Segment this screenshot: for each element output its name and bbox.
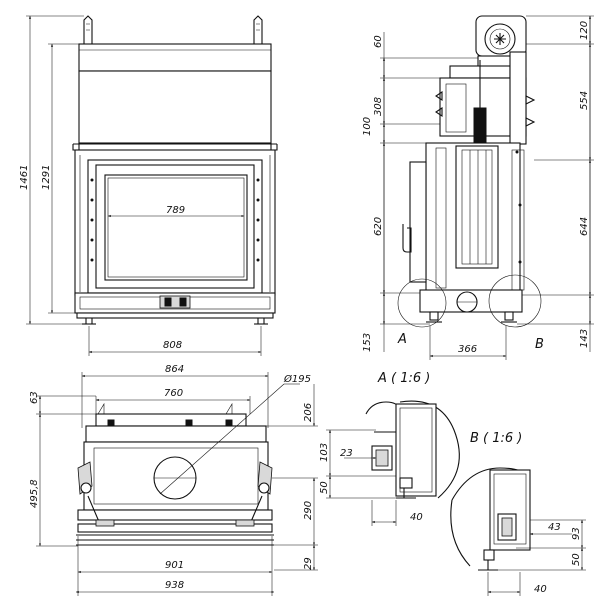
detail-a-dim-103: 103	[319, 443, 330, 462]
side-view: A B 60 308 100 620 153 120 554 644 143	[362, 15, 594, 360]
flue-diameter-dim: Ø195	[283, 373, 311, 385]
top-dim-29: 29	[303, 557, 314, 570]
detail-a-title: A ( 1:6 )	[377, 371, 430, 386]
top-dim-206: 206	[303, 403, 314, 422]
detail-b-title: B ( 1:6 )	[470, 431, 522, 446]
side-dim-153: 153	[362, 333, 373, 352]
top-dim-864: 864	[165, 364, 184, 375]
detail-b-marker: B	[535, 337, 544, 352]
glass-width-dim: 789	[166, 205, 185, 216]
side-dim-120: 120	[579, 21, 590, 40]
side-dim-60: 60	[373, 35, 384, 48]
front-width-dim: 808	[163, 340, 182, 351]
front-view: 789 1461 1291 808	[19, 15, 278, 356]
detail-a-marker: A	[397, 332, 407, 347]
detail-b: B ( 1:6 ) 43 93 50 40	[450, 431, 586, 596]
side-dim-620: 620	[373, 217, 384, 236]
side-width-dim: 366	[458, 344, 477, 355]
top-dim-63: 63	[29, 391, 40, 404]
top-view: Ø195 864 760 63 495,8 206 290 29 901	[29, 364, 318, 596]
front-height-body-dim: 1291	[41, 165, 52, 190]
detail-a: A ( 1:6 ) 103 50 23 40	[319, 371, 460, 526]
detail-a-dim-23: 23	[340, 448, 353, 459]
detail-a-dim-40: 40	[410, 512, 423, 523]
side-dim-554: 554	[579, 91, 590, 110]
side-dim-644: 644	[579, 217, 590, 236]
detail-b-dim-50: 50	[571, 553, 582, 566]
side-dim-143: 143	[579, 329, 590, 348]
side-dim-100: 100	[362, 117, 373, 136]
top-dim-760: 760	[164, 388, 183, 399]
detail-b-dim-40: 40	[534, 584, 547, 595]
detail-b-dim-93: 93	[571, 527, 582, 540]
front-height-total-dim: 1461	[19, 165, 30, 190]
detail-a-dim-50: 50	[319, 481, 330, 494]
top-dim-901: 901	[165, 560, 184, 571]
detail-b-dim-43: 43	[548, 522, 561, 533]
side-dim-308: 308	[373, 97, 384, 116]
top-dim-938: 938	[165, 580, 184, 591]
top-dim-290: 290	[303, 501, 314, 520]
top-dim-495-8: 495,8	[29, 479, 40, 508]
